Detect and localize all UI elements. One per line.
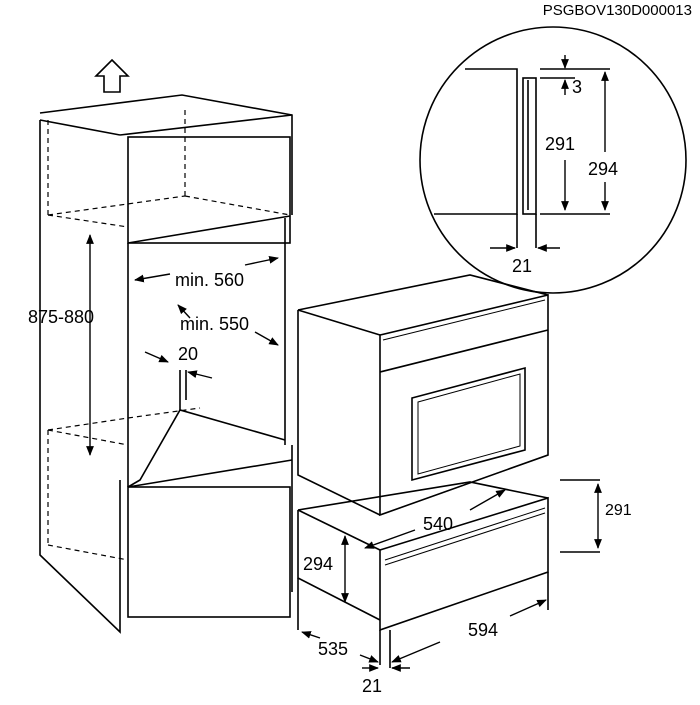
cabinet xyxy=(39,94,293,634)
detail-thickness-label: 21 xyxy=(512,256,532,276)
cabinet-width-label: min. 560 xyxy=(175,270,244,290)
detail-inner-height-label: 291 xyxy=(545,134,575,154)
cabinet-gap-label: 20 xyxy=(178,344,198,364)
detail-offset-label: 3 xyxy=(572,77,582,97)
detail-outer-height-label: 294 xyxy=(588,159,618,179)
appliance-depth-label: 540 xyxy=(423,514,453,534)
oven xyxy=(297,274,549,517)
drawer-height-right-label: 291 xyxy=(605,502,632,519)
cabinet-hidden-lines xyxy=(47,110,291,561)
cabinet-depth-label: min. 550 xyxy=(180,314,249,334)
drawer-width-label: 594 xyxy=(468,620,498,640)
front-thickness-label: 21 xyxy=(362,676,382,696)
document-code: PSGBOV130D000013 xyxy=(542,2,692,19)
cabinet-height-label: 875-880 xyxy=(28,307,94,327)
detail-view xyxy=(419,26,687,294)
drawer-depth-label: 535 xyxy=(318,639,348,659)
drawer-height-left-label: 294 xyxy=(303,554,333,574)
up-arrow-icon xyxy=(94,58,130,93)
appliance-dimensions xyxy=(301,483,602,672)
cabinet-dimensions xyxy=(86,234,279,456)
